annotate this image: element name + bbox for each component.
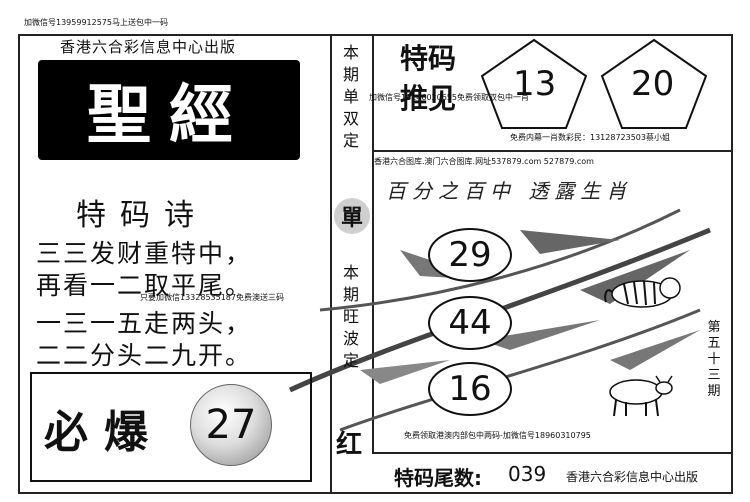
burst-ball: 27 [190,384,272,466]
poem-line-2: 再看一二取平尾。 [36,271,253,300]
burst-label: 必爆 [44,407,164,458]
outer-frame [18,34,733,494]
poem-line-3: 一三一五走两头， [36,309,253,338]
tail-value: 039 [508,462,547,486]
footer-publisher: 香港六合彩信息中心出版 [566,470,699,484]
circle-number-44: 44 [428,296,512,350]
bamboo-illustration [288,208,711,432]
pentagon-number-20: 20 [631,64,675,104]
recommend-label: 推见 [400,82,457,115]
special-code-label: 特码 [400,42,457,75]
publisher-header: 香港六合彩信息中心出版 [60,38,237,56]
poem-line-1: 三三发财重特中， [36,239,253,268]
slogan-text: 百分之百中 透露生肖 [386,179,633,203]
top-contact-text: 加微信号13959912575马上送包中一码 [24,18,168,27]
title-banner: 聖經 [38,60,300,160]
circle-number-29: 29 [428,228,512,282]
tiger-icon [604,277,681,308]
website-text: 香港六合图库.澳门六合图库.网址537879.com 527879.com [374,157,594,166]
bottom-contact-text: 免费领取港澳内部包中两码-加微信号18960310795 [404,431,591,440]
circle-number-16: 16 [428,362,512,416]
wave-value: 红 [336,430,363,460]
poem-contact-text: 只要加微信13328535187免费澳送三码 [140,293,284,302]
hotline-text: 免费内幕一肖数彩民：13128723503蔡小姐 [510,133,670,142]
single-double-label: 本期单双定 [342,43,359,150]
poem-title: 特码诗 [76,198,208,233]
bottom-section-divider [372,452,732,454]
pentagon-20 [600,38,708,129]
inner-divider [372,34,374,454]
cow-icon [609,375,673,417]
wave-label: 本期旺波定 [342,263,359,370]
tail-label: 特码尾数: [394,466,482,490]
middle-contact-text: 加微信号18146020655免费领取双包中一肖 [369,93,529,102]
burst-box [30,372,312,482]
top-section-divider [372,150,732,152]
poem-line-4: 二二分头二九开。 [36,341,253,370]
left-divider [330,34,332,494]
issue-number: 第五十三期 [707,320,721,399]
pentagon-13 [480,38,588,129]
single-double-value: 單 [334,198,370,234]
pentagon-number-13: 13 [513,64,557,104]
